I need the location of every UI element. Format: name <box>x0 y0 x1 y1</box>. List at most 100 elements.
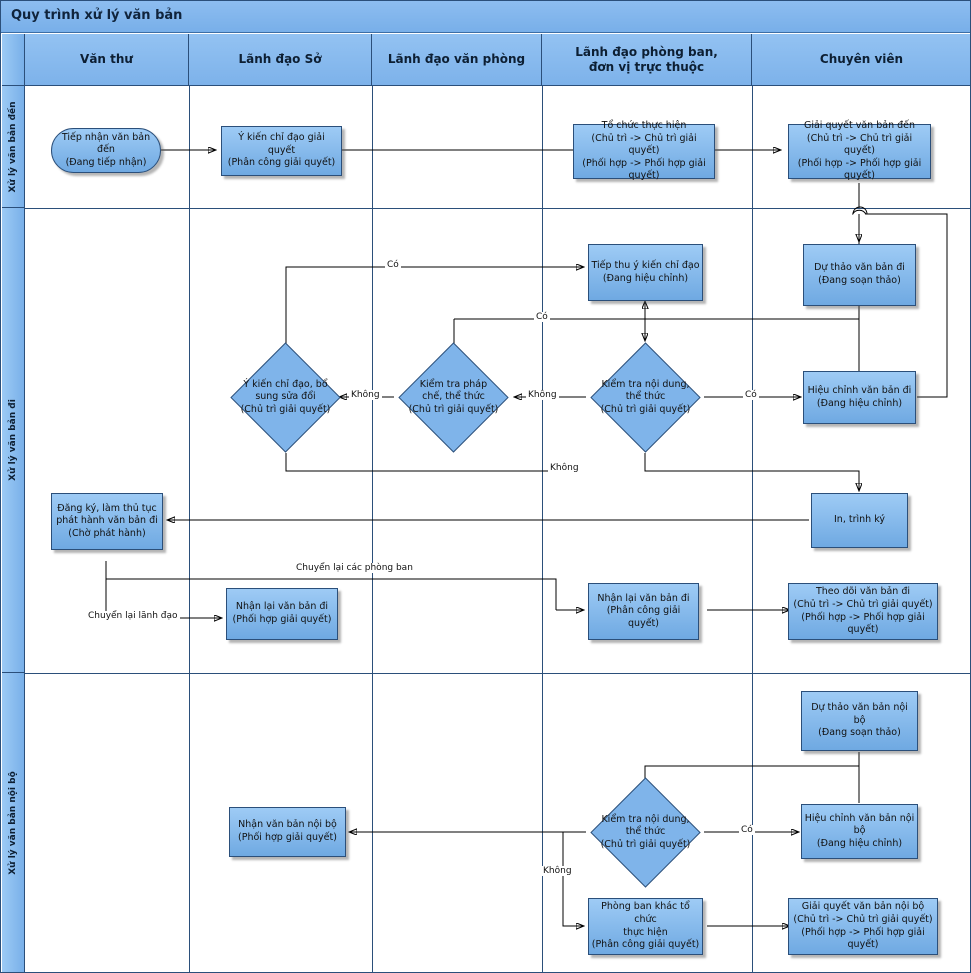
band-label-van-ban-den: Xử lý văn bản đến <box>2 86 25 208</box>
node-nhan-lai-van-ban-di-phan-cong[interactable]: Nhận lại văn bản đi (Phân công giải quyế… <box>588 583 699 640</box>
edge-label-khong-3: Không <box>548 463 581 473</box>
node-line: Đăng ký, làm thủ tục <box>57 502 157 514</box>
node-line: (Đang soạn thảo) <box>818 727 901 739</box>
band-header-corner <box>2 34 25 86</box>
node-du-thao-van-ban-noi-bo[interactable]: Dự thảo văn bản nội bộ (Đang soạn thảo) <box>801 691 918 751</box>
edge-label-co-4: Có <box>739 825 755 835</box>
node-phong-ban-khac-to-chuc-thuc-hien[interactable]: Phòng ban khác tổ chức thực hiện (Phân c… <box>588 898 703 955</box>
node-line: Nhận lại văn bản đi <box>235 601 329 613</box>
edge-label-chuyen-lai-cac-phong-ban: Chuyển lại các phòng ban <box>294 563 415 573</box>
node-line: In, trình ký <box>834 514 885 526</box>
node-y-kien-chi-dao-bo-sung-sua-doi[interactable]: Ý kiến chỉ đạo, bổ sung sửa đổi (Chủ trì… <box>229 341 342 454</box>
node-line: Nhận văn bản nội bộ <box>238 819 337 831</box>
node-line: Hiệu chỉnh văn bản đi <box>807 384 912 396</box>
node-line: phát hành văn bản đi <box>56 515 158 527</box>
node-du-thao-van-ban-di[interactable]: Dự thảo văn bản đi (Đang soạn thảo) <box>803 244 916 306</box>
edge-label-co-3: Có <box>743 390 759 400</box>
column-header-lanh-dao-van-phong: Lãnh đạo văn phòng <box>372 34 542 86</box>
band-label-van-ban-di: Xử lý văn bản đi <box>2 208 25 673</box>
node-line: (Chủ trì -> Chủ trì giải quyết) <box>806 132 913 157</box>
node-in-trinh-ky[interactable]: In, trình ký <box>811 493 908 548</box>
node-line: (Phân công giải quyết) <box>606 605 681 629</box>
lane-separator-3 <box>542 86 543 972</box>
node-line: Nhận lại văn bản đi <box>597 592 690 604</box>
node-line: Tổ chức thực hiện <box>601 120 687 132</box>
node-to-chuc-thuc-hien[interactable]: Tổ chức thực hiện (Chủ trì -> Chủ trì gi… <box>573 120 715 182</box>
column-header-lanh-dao-so: Lãnh đạo Sở <box>189 34 372 86</box>
node-line: (Chủ trì giải quyết) <box>600 838 691 850</box>
node-line: (Phối hợp -> Phối hợp giải quyết) <box>801 611 925 636</box>
band-label-text: Xử lý văn bản đến <box>8 100 18 193</box>
node-line: Dự thảo văn bản đi <box>814 262 905 274</box>
band-separator-1 <box>25 208 970 209</box>
node-line: Dự thảo văn bản nội bộ <box>811 702 908 726</box>
node-line: (Phân công giải quyết) <box>591 939 700 951</box>
node-line: Hiệu chỉnh văn bản nội bộ <box>804 812 915 837</box>
band-label-van-ban-noi-bo: Xử lý văn bản nội bộ <box>2 673 25 972</box>
edge-label-co-2: Có <box>534 312 550 322</box>
column-header-label: Lãnh đạo Sở <box>238 52 322 66</box>
node-line: Theo dõi văn bản đi <box>815 586 911 598</box>
node-nhan-lai-van-ban-di-phoi-hop[interactable]: Nhận lại văn bản đi (Phối hợp giải quyết… <box>226 588 338 640</box>
node-nhan-van-ban-noi-bo[interactable]: Nhận văn bản nội bộ (Phối hợp giải quyết… <box>229 807 346 857</box>
edge-label-khong-1: Không <box>526 390 559 400</box>
node-line: (Phối hợp -> Phối hợp giải quyết) <box>797 157 922 182</box>
node-kiem-tra-phap-che-the-thuc[interactable]: Kiểm tra pháp chế, thể thức (Chủ trì giả… <box>397 341 510 454</box>
node-line: (Phối hợp -> Phối hợp giải quyết) <box>801 926 925 951</box>
column-header-lanh-dao-phong-ban: Lãnh đạo phòng ban, đơn vị trực thuộc <box>542 34 752 86</box>
column-header-label: Lãnh đạo văn phòng <box>387 52 526 66</box>
node-dang-ky-lam-thu-tuc-phat-hanh[interactable]: Đăng ký, làm thủ tục phát hành văn bản đ… <box>51 493 163 550</box>
edge-label-khong-4: Không <box>541 866 574 876</box>
lane-separator-2 <box>372 86 373 972</box>
node-line: Giải quyết văn bản nội bộ <box>801 901 925 913</box>
node-line: (Chủ trì -> Chủ trì giải quyết) <box>591 132 697 157</box>
node-line: (Chủ trì giải quyết) <box>600 403 691 415</box>
node-line: Kiểm tra pháp <box>419 378 488 390</box>
node-line: Giải quyết văn bản đến <box>803 120 916 132</box>
column-header-label-line2: đơn vị trực thuộc <box>588 59 705 74</box>
column-header-label: Văn thư <box>80 52 133 66</box>
node-kiem-tra-noi-dung-the-thuc-noi-bo[interactable]: Kiểm tra nội dung, thể thức (Chủ trì giả… <box>589 776 702 889</box>
node-line: Tiếp nhận văn bản đến <box>61 131 151 156</box>
column-header-label: Lãnh đạo phòng ban, <box>575 44 718 59</box>
node-giai-quyet-van-ban-noi-bo[interactable]: Giải quyết văn bản nội bộ (Chủ trì -> Ch… <box>788 898 938 955</box>
edge-label-co-1: Có <box>385 260 401 270</box>
node-theo-doi-van-ban-di[interactable]: Theo dõi văn bản đi (Chủ trì -> Chủ trì … <box>788 583 938 640</box>
node-hieu-chinh-van-ban-di[interactable]: Hiệu chỉnh văn bản đi (Đang hiệu chỉnh) <box>803 371 916 424</box>
decision-shape <box>590 777 701 888</box>
node-line: (Phối hợp giải quyết) <box>232 614 332 625</box>
node-y-kien-chi-dao-giai-quyet[interactable]: Ý kiến chỉ đạo giải quyết (Phân công giả… <box>221 126 342 176</box>
lane-separator-4 <box>752 86 753 972</box>
node-line: Tiếp thu ý kiến chỉ đạo <box>591 259 700 271</box>
node-line: (Đang hiệu chỉnh) <box>816 837 903 849</box>
node-line: Kiểm tra nội dung, <box>601 813 690 825</box>
band-label-text: Xử lý văn bản đi <box>8 399 18 481</box>
node-line: Kiểm tra nội dung, <box>601 378 690 390</box>
node-line: Ý kiến chỉ đạo giải quyết <box>238 132 325 156</box>
node-line: (Phân công giải quyết) <box>227 157 336 169</box>
node-hieu-chinh-van-ban-noi-bo[interactable]: Hiệu chỉnh văn bản nội bộ (Đang hiệu chỉ… <box>801 804 918 859</box>
column-header-van-thu: Văn thư <box>25 34 189 86</box>
node-line: (Đang soạn thảo) <box>818 275 901 286</box>
node-giai-quyet-van-ban-den[interactable]: Giải quyết văn bản đến (Chủ trì -> Chủ t… <box>788 120 931 182</box>
edge-label-chuyen-lai-lanh-dao: Chuyển lại lãnh đạo <box>86 611 180 621</box>
node-line: (Chủ trì -> Chủ trì giải quyết) <box>793 913 933 925</box>
page-title: Quy trình xử lý văn bản <box>11 8 183 23</box>
node-tiep-thu-y-kien-chi-dao[interactable]: Tiếp thu ý kiến chỉ đạo (Đang hiệu chỉnh… <box>588 244 703 301</box>
node-line: (Đang hiệu chỉnh) <box>602 272 689 284</box>
node-line: (Phối hợp -> Phối hợp giải quyết) <box>582 157 706 182</box>
node-line: (Đang hiệu chỉnh) <box>816 397 903 409</box>
node-line: sung sửa đổi <box>255 391 316 403</box>
diagram-title-bar: Quy trình xử lý văn bản <box>1 1 970 33</box>
node-line: (Chủ trì giải quyết) <box>240 403 331 415</box>
column-header-chuyen-vien: Chuyên viên <box>752 34 970 86</box>
node-kiem-tra-noi-dung-the-thuc[interactable]: Kiểm tra nội dung, thể thức (Chủ trì giả… <box>589 341 702 454</box>
node-line: chế, thể thức <box>422 391 485 403</box>
node-line: thực hiện <box>623 926 668 938</box>
decision-shape <box>590 342 701 453</box>
band-label-text: Xử lý văn bản nội bộ <box>8 770 18 875</box>
node-tiep-nhan-van-ban-den[interactable]: Tiếp nhận văn bản đến (Đang tiếp nhận) <box>51 128 161 173</box>
node-line: thể thức <box>625 826 666 838</box>
node-line: thể thức <box>625 391 666 403</box>
